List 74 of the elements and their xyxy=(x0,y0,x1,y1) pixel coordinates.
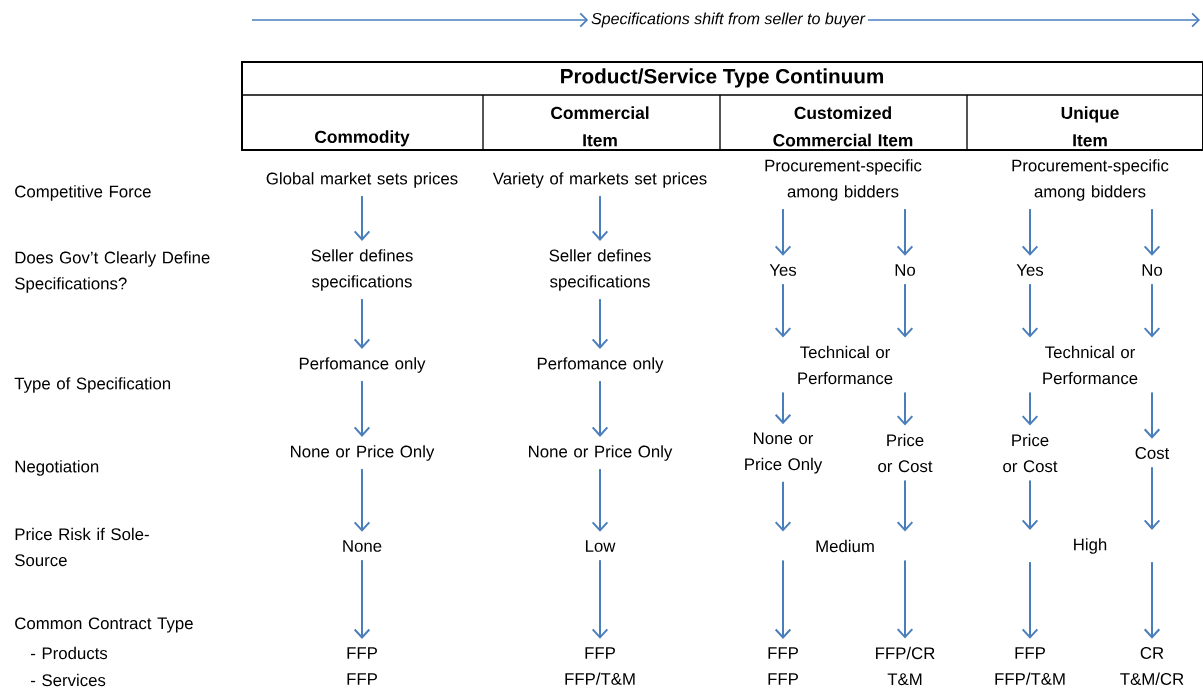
arrow xyxy=(1143,208,1161,256)
arrow xyxy=(774,208,792,256)
flow-text: None or Price Only xyxy=(529,445,673,461)
table-title: Product/Service Type Continuum xyxy=(561,68,883,88)
column-header: Commodity xyxy=(315,130,410,147)
flow-text: Price or Cost xyxy=(878,433,933,473)
arrow xyxy=(1021,208,1039,256)
arrow xyxy=(1021,283,1039,338)
arrow xyxy=(896,479,914,532)
contract-type-text: FFP FFP xyxy=(768,647,798,685)
contract-type-text: FFP FFP/T&M xyxy=(995,647,1065,685)
arrow xyxy=(591,468,609,532)
column-header: Commercial Item xyxy=(551,106,649,147)
flow-text: No xyxy=(1142,264,1163,276)
flow-text: None xyxy=(343,540,382,552)
row-label: Competitive Force xyxy=(15,185,151,201)
arrow xyxy=(896,283,914,338)
arrow xyxy=(1143,391,1161,439)
flow-text: Yes xyxy=(1016,264,1044,276)
contract-type-text: FFP/CR T&M xyxy=(876,646,935,686)
contract-type-text: CR T&M/CR xyxy=(1120,647,1184,685)
arrow xyxy=(1143,283,1161,338)
arrow xyxy=(774,391,792,425)
arrow xyxy=(896,391,914,426)
flow-text: Global market sets prices xyxy=(266,172,458,188)
arrow xyxy=(774,480,792,532)
arrow xyxy=(591,298,609,349)
flow-text: None or Price Only xyxy=(291,445,435,461)
flow-text: Cost xyxy=(1135,447,1170,459)
flow-text: High xyxy=(1074,538,1107,554)
arrow xyxy=(896,559,914,639)
arrow xyxy=(774,283,792,338)
arrow xyxy=(353,298,371,349)
arrow xyxy=(1021,479,1039,530)
flow-text: No xyxy=(895,264,916,276)
row-label: Type of Specification xyxy=(14,377,171,393)
arrow xyxy=(591,195,609,241)
arrow xyxy=(774,559,792,639)
arrow xyxy=(1021,561,1039,639)
arrow xyxy=(353,559,371,639)
row-label: - Products xyxy=(31,646,108,660)
flow-text: Yes xyxy=(769,264,797,276)
direction-caption: Specifications shift from seller to buyer xyxy=(591,12,866,28)
row-label: Negotiation xyxy=(15,460,99,476)
arrow xyxy=(896,208,914,256)
arrow xyxy=(591,559,609,639)
column-header: Unique Item xyxy=(1061,106,1119,147)
arrow xyxy=(591,380,609,437)
flow-text: Technical or Performance xyxy=(798,345,893,385)
arrow xyxy=(353,380,371,437)
arrow xyxy=(353,195,371,241)
flow-text: Seller defines specifications xyxy=(549,249,651,291)
flow-text: Low xyxy=(586,540,616,552)
arrow xyxy=(353,468,371,532)
flow-text: Procurement-specific among bidders xyxy=(1012,159,1169,201)
row-label: Does Gov’t Clearly Define Specifications? xyxy=(15,251,210,293)
row-label: Common Contract Type xyxy=(15,617,193,633)
row-label: Price Risk if Sole-Source xyxy=(15,527,149,567)
contract-type-text: FFP FFP/T&M xyxy=(565,647,635,685)
flow-text: Technical or Performance xyxy=(1043,345,1138,385)
flow-text: None or Price Only xyxy=(745,432,823,474)
flow-text: Variety of markets set prices xyxy=(492,172,707,188)
column-header: Customized Commercial Item xyxy=(773,106,913,147)
arrow xyxy=(1021,391,1039,426)
flow-text: Perfomance only xyxy=(299,357,426,373)
contract-type-text: FFP FFP xyxy=(347,647,377,685)
arrow xyxy=(1143,466,1161,530)
flow-text: Perfomance only xyxy=(537,357,664,373)
arrow xyxy=(1143,561,1161,639)
row-label: - Services xyxy=(31,673,106,687)
flow-text: Price or Cost xyxy=(1003,433,1058,473)
flow-text: Medium xyxy=(816,539,874,553)
flow-text: Procurement-specific among bidders xyxy=(765,159,922,201)
flow-text: Seller defines specifications xyxy=(311,249,413,291)
